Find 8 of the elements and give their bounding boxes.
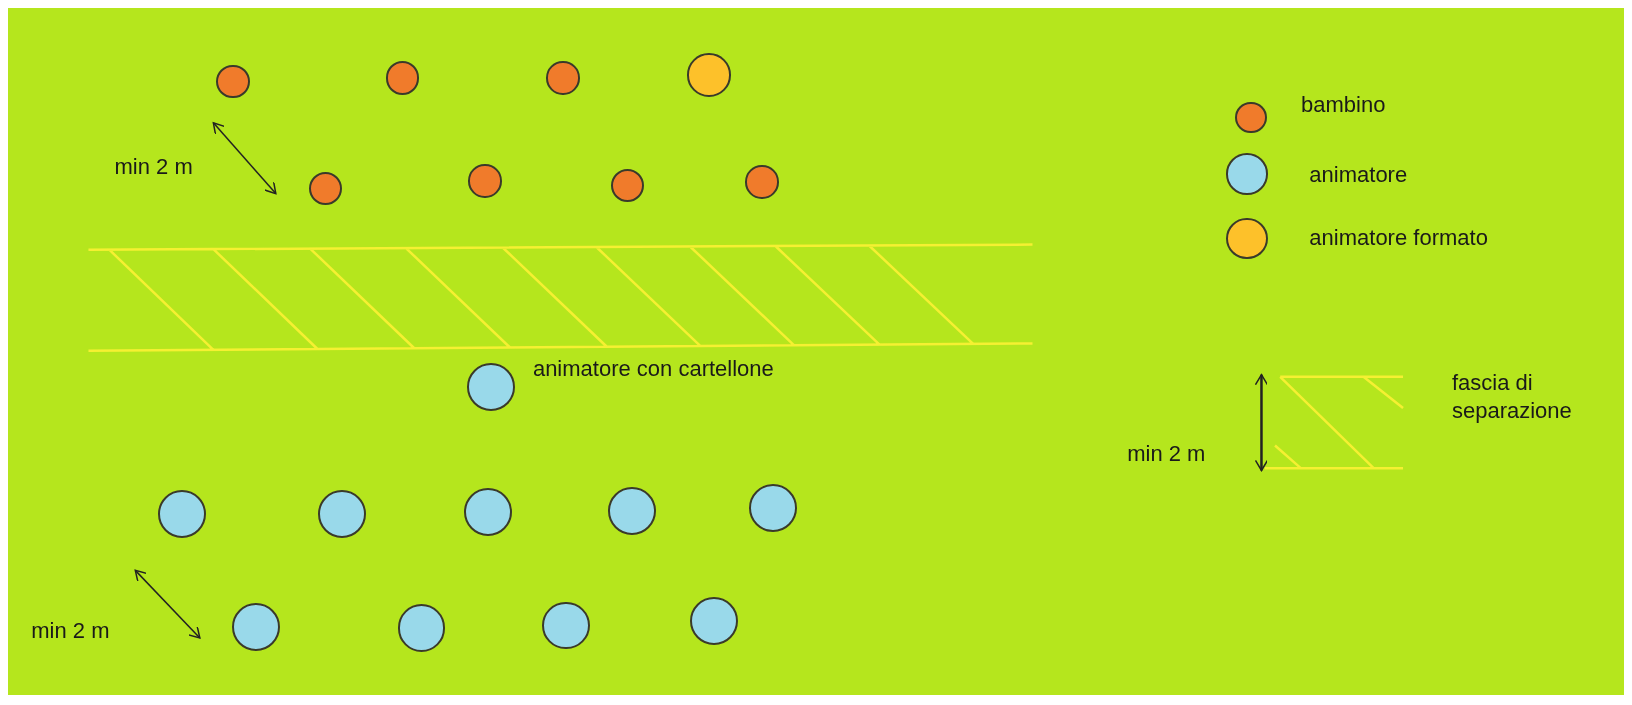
dimension-label: min 2 m: [31, 618, 110, 644]
legend-label: animatore formato: [1309, 224, 1488, 251]
legend-label: bambino: [1301, 91, 1386, 117]
legend-label: fascia di separazione: [1451, 369, 1573, 425]
dimension-label: min 2 m: [114, 154, 193, 180]
legend-label: animatore: [1309, 162, 1408, 188]
caption-text: animatore con cartellone: [532, 355, 774, 382]
dimension-label: min 2 m: [1127, 441, 1206, 467]
